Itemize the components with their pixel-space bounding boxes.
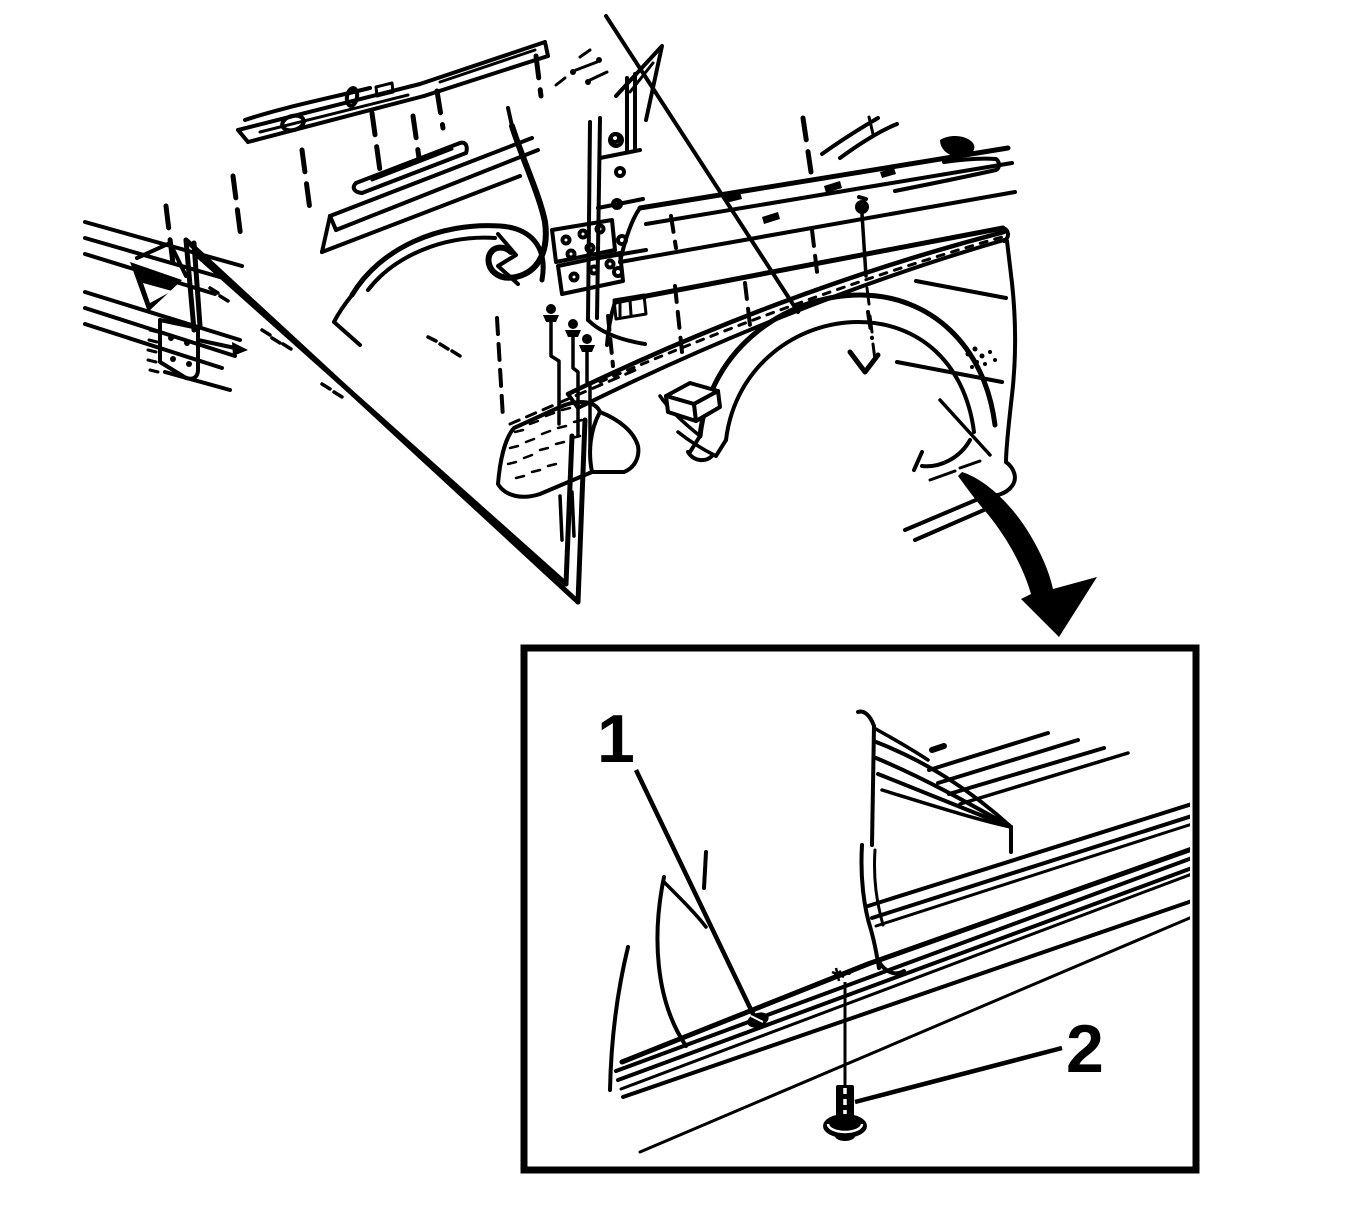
callout-2-leader-line (854, 1045, 1063, 1105)
fender-bracket-box (664, 381, 722, 423)
perforated-shim-plate (496, 366, 642, 542)
removed-fender-phantom-outline (183, 237, 588, 605)
front-fender-outline (565, 229, 1017, 542)
strut-tower-boot (485, 123, 549, 281)
rocker-panel-detail-drawing (608, 709, 1190, 1154)
body-structure-drawing (83, 14, 1017, 605)
fastener-hole-marker (747, 1012, 769, 1028)
fender-speckle-marks (965, 346, 997, 369)
callout-2: 2 (854, 1011, 1104, 1105)
callout-1-leader-line (633, 769, 757, 1017)
long-diagonal-line (604, 14, 800, 314)
fender-mounting-bolts (495, 304, 615, 448)
callout-2-label: 2 (1066, 1011, 1104, 1087)
screw-fastener-illustration (823, 967, 867, 1141)
alignment-leader-lines (163, 53, 814, 275)
callout-1: 1 (597, 701, 769, 1028)
callout-1-label: 1 (597, 701, 635, 777)
curved-arrow-icon (958, 472, 1097, 637)
